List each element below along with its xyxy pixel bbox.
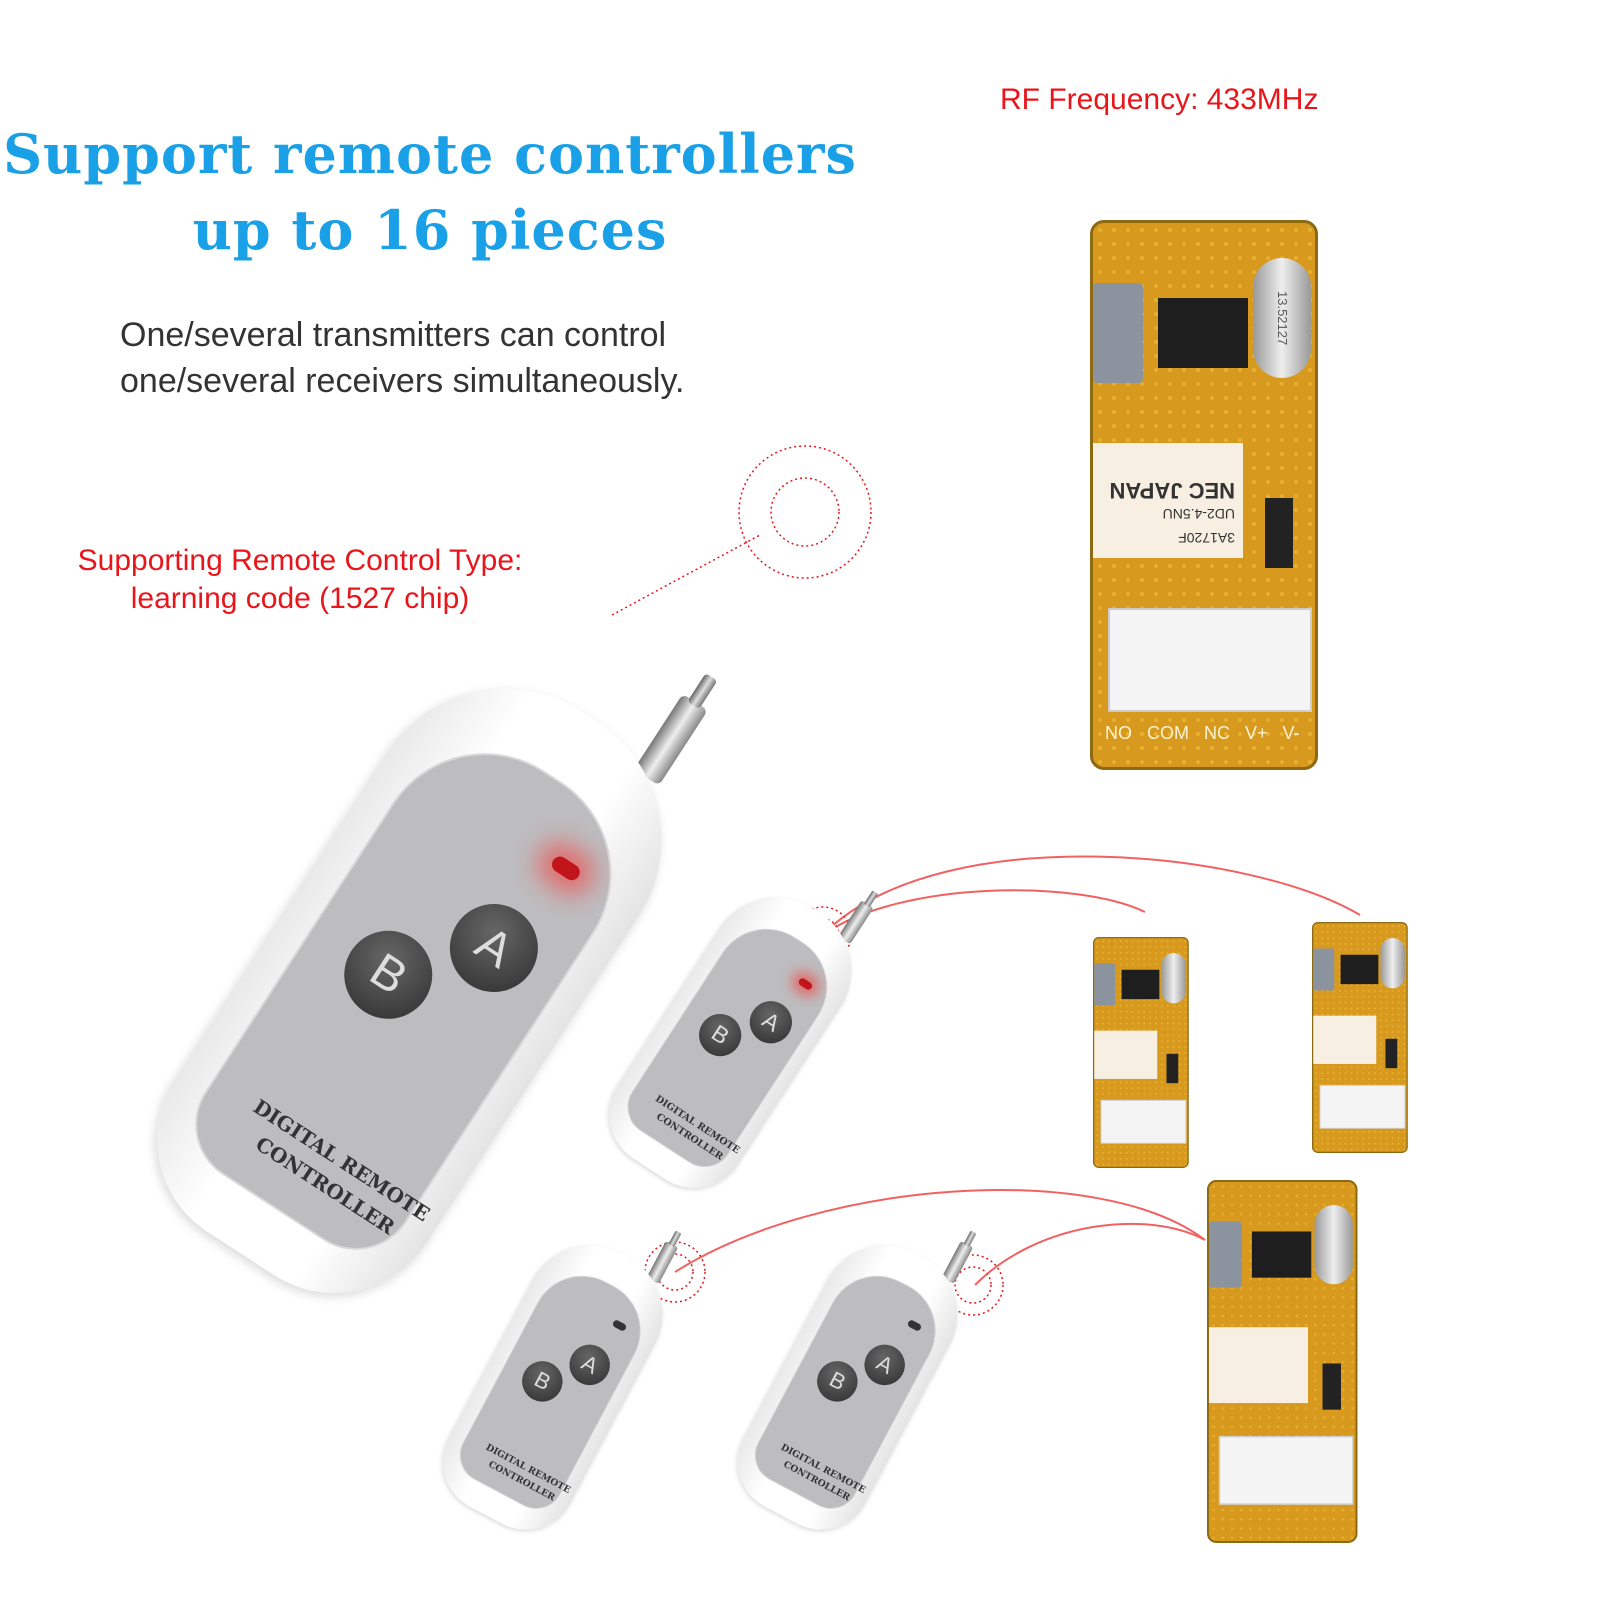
button-b[interactable]: B	[809, 1354, 865, 1409]
button-a[interactable]: A	[433, 887, 555, 1009]
remote-type-line1: Supporting Remote Control Type:	[77, 544, 523, 577]
button-a[interactable]: A	[741, 993, 801, 1052]
signal-ring-inner	[770, 477, 840, 547]
remote-type-line2: learning code (1527 chip)	[130, 582, 470, 615]
signal-line	[829, 855, 1361, 929]
button-b[interactable]: B	[690, 1005, 750, 1065]
signal-ring-outer	[738, 445, 872, 579]
button-b[interactable]: B	[514, 1354, 570, 1409]
chip	[1158, 298, 1248, 368]
rf-frequency: RF Frequency: 433MHz	[1000, 83, 1319, 116]
receiver-board	[1207, 1180, 1358, 1543]
heading-line1: Support remote controllers	[3, 122, 857, 186]
description-line1: One/several transmitters can control	[120, 316, 667, 354]
button-a[interactable]: A	[562, 1337, 618, 1393]
terminal-connector	[1108, 608, 1312, 712]
button-a[interactable]: A	[857, 1337, 913, 1393]
signal-line	[974, 1222, 1206, 1286]
pin-labels: NO COM NC V+ V-	[1105, 723, 1300, 743]
receiver-board	[1312, 922, 1408, 1153]
remote-type: Supporting Remote Control Type: learning…	[40, 542, 560, 618]
signal-leader	[611, 534, 761, 616]
button-b[interactable]: B	[327, 913, 450, 1036]
crystal: 13.52127	[1253, 258, 1311, 378]
heading-line2: up to 16 pieces	[192, 198, 668, 262]
led-indicator	[548, 853, 583, 884]
signal-line	[674, 1189, 1206, 1273]
description-line2: one/several receivers simultaneously.	[120, 362, 685, 400]
learn-button	[1093, 283, 1143, 383]
receiver-board	[1093, 937, 1189, 1168]
